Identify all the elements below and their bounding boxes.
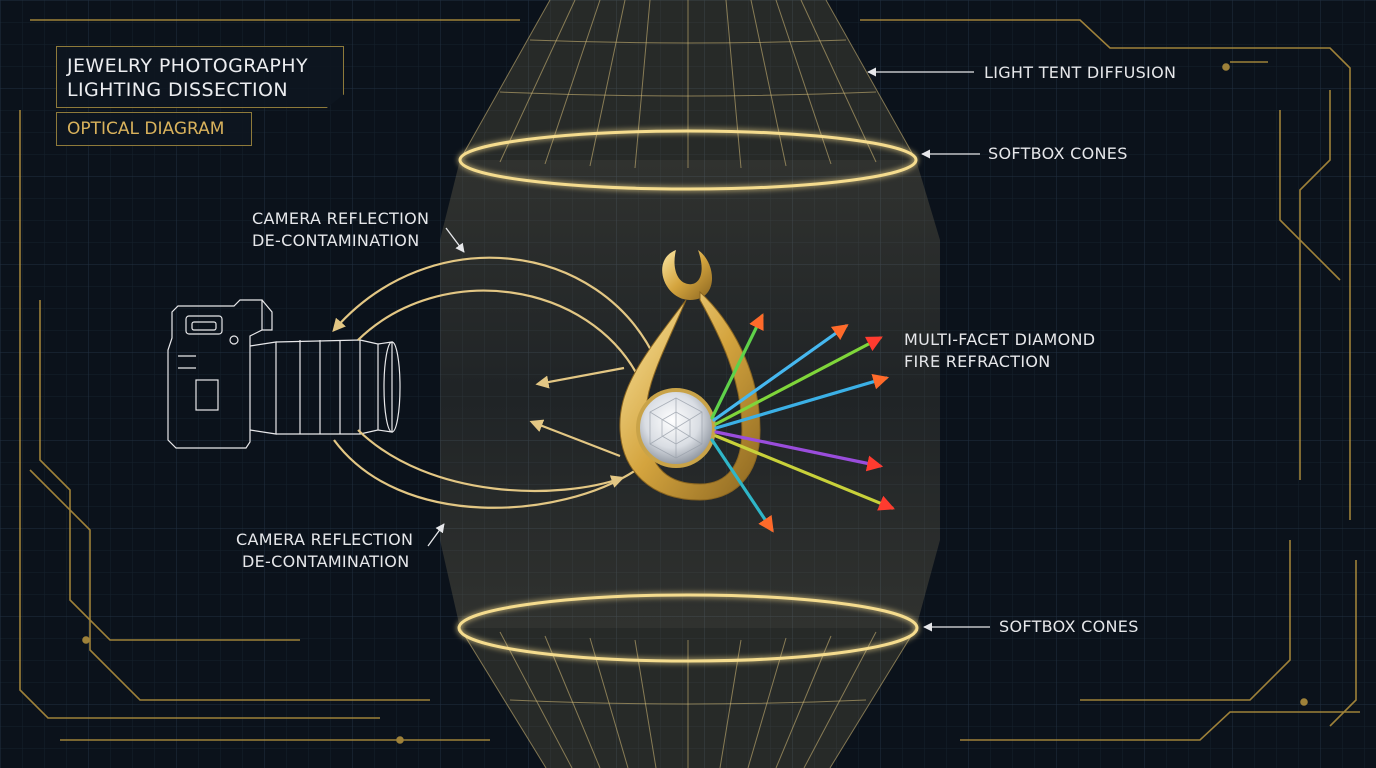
page-title-line2: LIGHTING DISSECTION — [67, 79, 288, 101]
reflection-arcs — [332, 256, 657, 509]
label-camera-reflection-bottom-2: DE-CONTAMINATION — [242, 552, 410, 571]
label-diamond-1: MULTI-FACET DIAMOND — [904, 330, 1096, 349]
label-camera-reflection-bottom-1: CAMERA REFLECTION — [236, 530, 414, 549]
title-panel: JEWELRY PHOTOGRAPHY LIGHTING DISSECTION — [56, 46, 344, 108]
softbox-cone-top — [458, 0, 918, 191]
circuit-frame — [19, 19, 1360, 744]
softbox-cone-bottom — [457, 593, 919, 768]
subtitle-panel: OPTICAL DIAGRAM — [56, 112, 252, 146]
label-softbox-top: SOFTBOX CONES — [988, 144, 1128, 163]
page-title-line1: JEWELRY PHOTOGRAPHY — [67, 55, 308, 77]
label-softbox-bottom: SOFTBOX CONES — [999, 617, 1139, 636]
label-camera-reflection-top-1: CAMERA REFLECTION — [252, 209, 430, 228]
label-light-tent: LIGHT TENT DIFFUSION — [984, 63, 1177, 82]
diamond-icon — [636, 388, 716, 468]
camera-icon — [167, 299, 401, 449]
label-camera-reflection-top-2: DE-CONTAMINATION — [252, 231, 420, 250]
page-subtitle: OPTICAL DIAGRAM — [67, 119, 225, 139]
label-diamond-2: FIRE REFRACTION — [904, 352, 1051, 371]
pendant-icon — [619, 250, 761, 501]
callout-arrows — [427, 67, 990, 632]
refraction-rays — [710, 313, 895, 533]
